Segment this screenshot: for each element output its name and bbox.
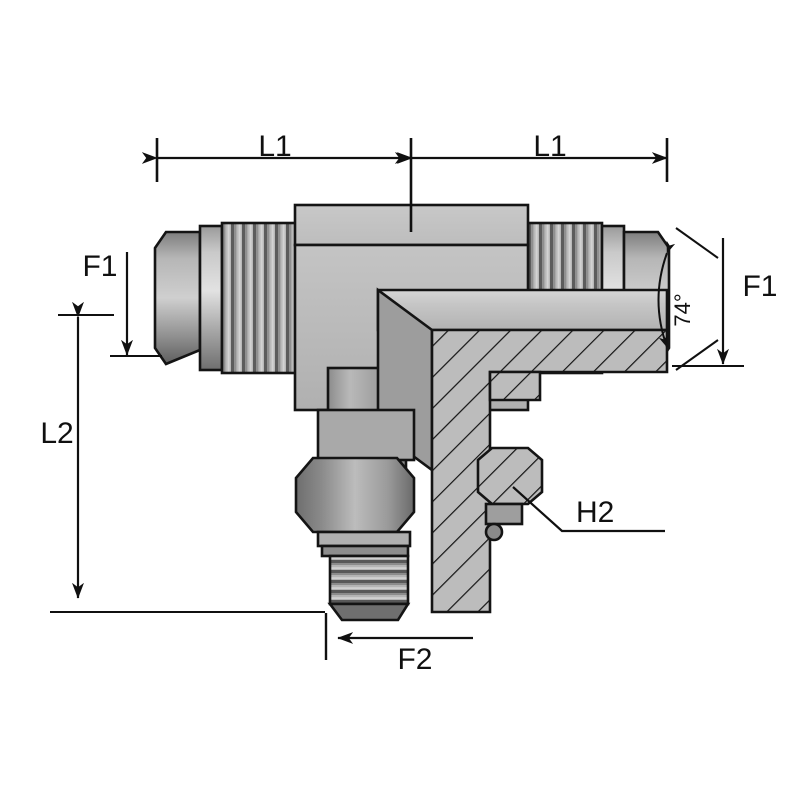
left-flare-tip	[153, 230, 202, 366]
seal-land	[316, 530, 412, 548]
h2-seal-bead	[484, 522, 504, 542]
l1-left-label: L1	[258, 130, 291, 163]
left-male-end	[153, 221, 298, 375]
callout-h2: H2	[512, 486, 665, 533]
front-arm-sectioned	[376, 287, 669, 614]
angle-label: 74°	[670, 293, 695, 326]
bottom-stem-nose	[327, 602, 411, 622]
angle-annotation-74: 74°	[657, 227, 719, 371]
dimension-l2: L2	[40, 301, 325, 613]
l2-label: L2	[40, 417, 73, 450]
dimension-l1-right: L1	[396, 130, 669, 182]
h2-hex-head	[476, 446, 544, 506]
bottom-hex-nut	[294, 456, 416, 534]
f1-right-label: F1	[742, 270, 777, 303]
bottom-shank-upper	[316, 408, 416, 462]
left-shoulder-collar	[198, 224, 224, 372]
angle-arc	[657, 240, 676, 348]
dimension-annotations: L1 L1 F1 F1 74°	[40, 130, 777, 676]
h2-hex-boss	[476, 446, 544, 542]
h2-collar	[484, 502, 524, 526]
f1-left-label: F1	[82, 250, 117, 283]
dimension-f1-left: F1	[82, 250, 162, 357]
f2-label: F2	[397, 643, 432, 676]
bottom-thread-section	[328, 554, 410, 606]
h2-label: H2	[576, 496, 614, 529]
left-thread-section	[220, 221, 298, 375]
dimension-f1-right: F1	[672, 238, 778, 367]
o-ring-groove	[320, 544, 410, 558]
angle-lower-ref-line	[675, 339, 719, 371]
arm-section-step	[488, 370, 542, 402]
bottom-port	[294, 408, 416, 622]
dimension-l1-left: L1	[141, 130, 411, 182]
h2-leader-line	[512, 486, 665, 533]
l1-right-label: L1	[533, 130, 566, 163]
dimension-f2: F2	[324, 613, 473, 676]
angle-upper-ref-line	[675, 227, 719, 259]
